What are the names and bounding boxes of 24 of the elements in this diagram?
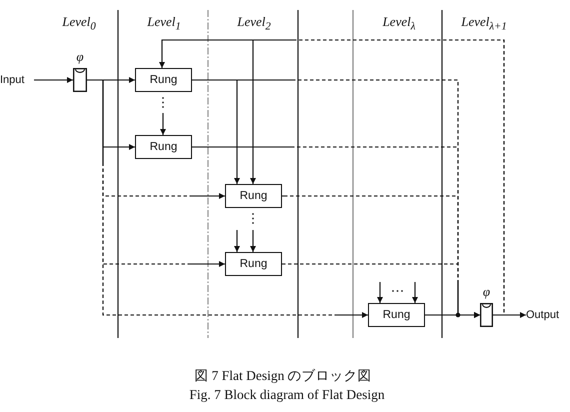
- rung-box: Rung: [135, 135, 192, 159]
- phi-label: φ: [482, 284, 490, 300]
- level-heading: Level$_{λ}$: [382, 14, 416, 35]
- arrow: [160, 113, 166, 135]
- level-heading: Level$_{0}$: [62, 14, 96, 35]
- rung-box: Rung: [135, 68, 192, 92]
- arrow: [250, 230, 256, 252]
- arrow: [425, 312, 480, 318]
- terminal-label: Output: [526, 307, 560, 323]
- rung-box: Rung: [225, 184, 282, 208]
- arrow: [493, 312, 526, 318]
- arrow: [234, 230, 240, 252]
- level-heading: Level$_{λ+1}$: [461, 14, 507, 35]
- arrow: [34, 77, 73, 83]
- figure-caption: Fig. 7 Block diagram of Flat Design: [189, 386, 385, 403]
- rung-box: Rung: [368, 303, 425, 327]
- phi-label: φ: [76, 49, 84, 65]
- level-heading: Level$_{1}$: [147, 14, 181, 35]
- figure-caption: 図 7 Flat Design のブロック図: [194, 367, 372, 384]
- terminal-label: Input: [0, 72, 24, 88]
- arrow: [377, 282, 383, 303]
- arrow: [412, 282, 418, 303]
- rung-box: Rung: [225, 252, 282, 276]
- level-heading: Level$_{2}$: [237, 14, 271, 35]
